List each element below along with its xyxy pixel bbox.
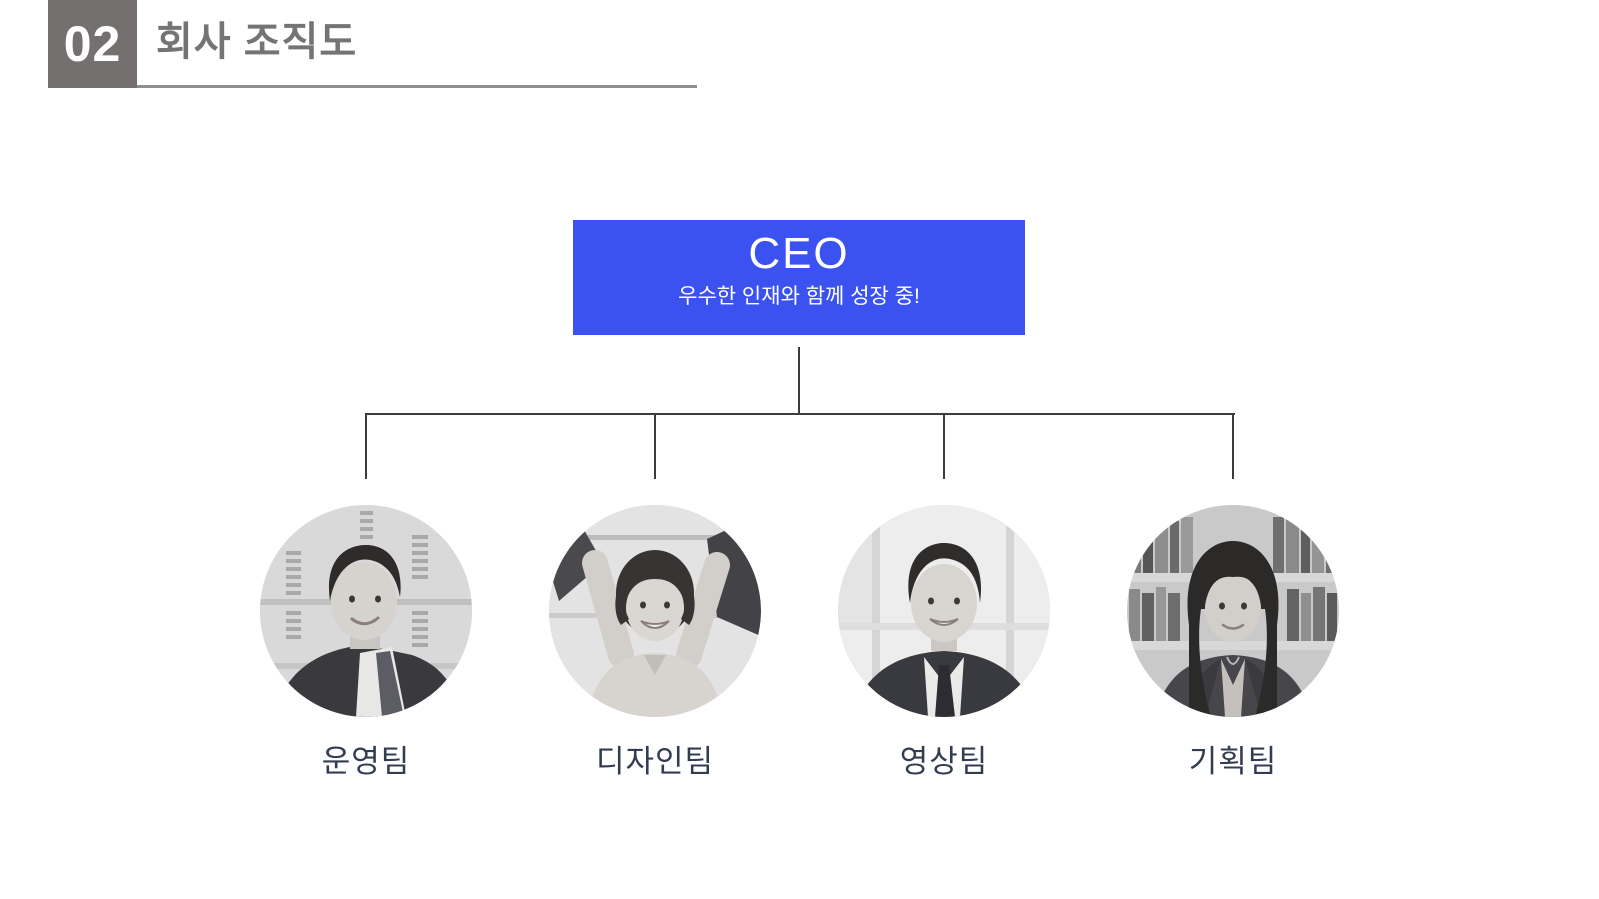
connector-horizontal-line bbox=[365, 413, 1235, 415]
org-node-design-team: 디자인팀 bbox=[549, 505, 761, 780]
org-node-ceo: CEO 우수한 인재와 함께 성장 중! bbox=[573, 220, 1025, 335]
planning-team-photo bbox=[1127, 505, 1339, 717]
connector-drop-video bbox=[943, 414, 945, 479]
operations-team-photo bbox=[260, 505, 472, 717]
operations-team-label: 운영팀 bbox=[321, 744, 411, 779]
connector-drop-design bbox=[654, 414, 656, 479]
org-node-operations-team: 운영팀 bbox=[260, 505, 472, 780]
design-team-label: 디자인팀 bbox=[595, 744, 715, 779]
video-team-photo bbox=[838, 505, 1050, 717]
page-title: 회사 조직도 bbox=[156, 20, 358, 64]
section-number: 02 bbox=[63, 16, 122, 72]
title-underline bbox=[48, 85, 697, 88]
connector-drop-operations bbox=[365, 414, 367, 479]
design-team-photo bbox=[549, 505, 761, 717]
org-node-planning-team: 기획팀 bbox=[1127, 505, 1339, 780]
section-number-badge: 02 bbox=[48, 0, 137, 88]
connector-ceo-drop-line bbox=[798, 347, 800, 415]
org-node-video-team: 영상팀 bbox=[838, 505, 1050, 780]
ceo-subtitle: 우수한 인재와 함께 성장 중! bbox=[678, 284, 920, 308]
ceo-label: CEO bbox=[748, 229, 850, 278]
connector-drop-planning bbox=[1232, 414, 1234, 479]
video-team-label: 영상팀 bbox=[899, 744, 989, 779]
planning-team-label: 기획팀 bbox=[1188, 744, 1278, 779]
